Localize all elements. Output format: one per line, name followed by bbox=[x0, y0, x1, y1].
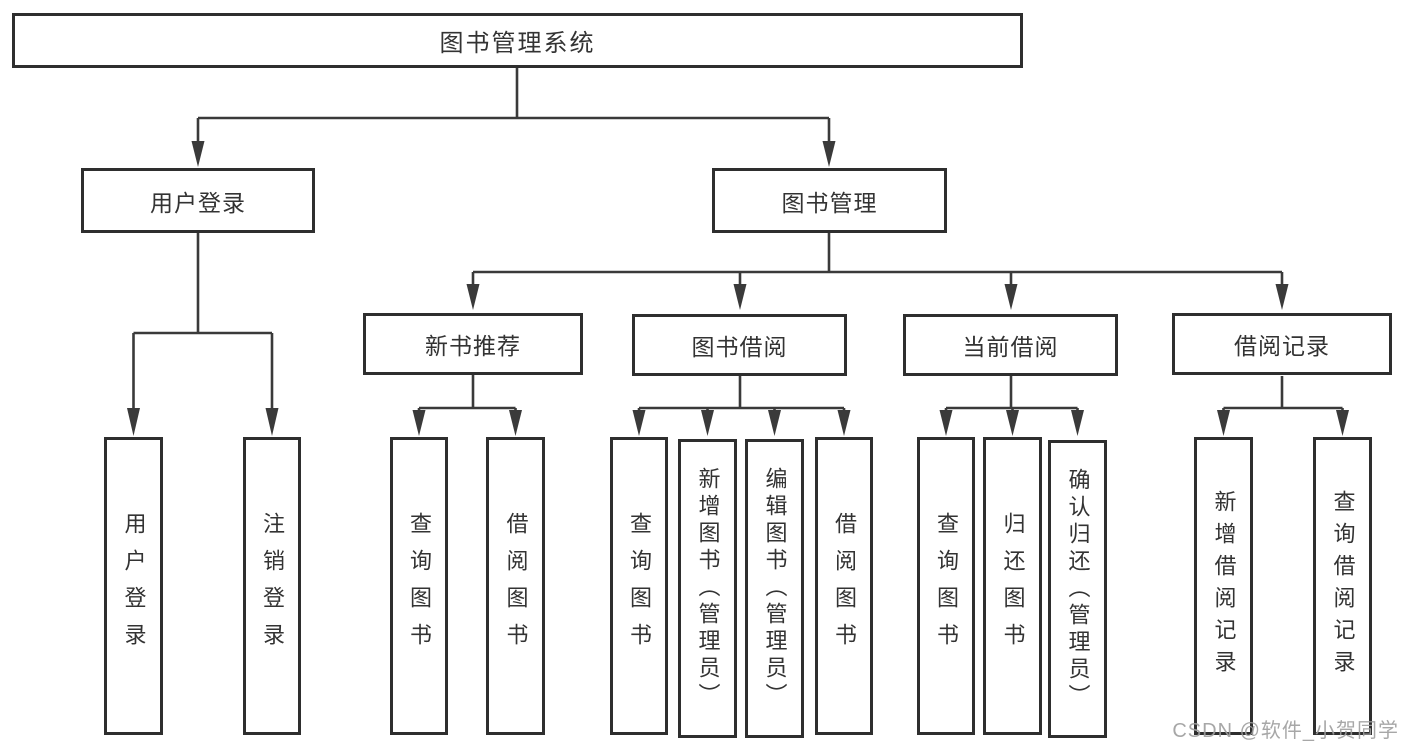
node-leaf-edit-books-admin: 编辑图书（管理员） bbox=[745, 439, 804, 738]
node-leaf-return-books: 归还图书 bbox=[983, 437, 1042, 735]
node-leaf-add-borrow-record: 新增借阅记录 bbox=[1194, 437, 1253, 735]
csdn-watermark: CSDN @软件_小贺同学 bbox=[1172, 720, 1399, 742]
arrow-down-icon bbox=[1275, 284, 1289, 310]
arrow-down-icon bbox=[1071, 410, 1084, 436]
node-leaf-borrow-books-recommend: 借阅图书 bbox=[486, 437, 545, 735]
arrow-down-icon bbox=[191, 141, 205, 167]
node-new-book-recommend: 新书推荐 bbox=[363, 313, 583, 375]
node-leaf-query-books-borrowing: 查询图书 bbox=[610, 437, 668, 735]
node-leaf-add-books-admin: 新增图书（管理员） bbox=[678, 439, 737, 738]
arrow-down-icon bbox=[1004, 284, 1018, 310]
arrow-down-icon bbox=[412, 410, 426, 436]
arrow-down-icon bbox=[1336, 410, 1349, 436]
node-borrow-records: 借阅记录 bbox=[1172, 313, 1392, 375]
arrow-down-icon bbox=[632, 410, 646, 436]
node-leaf-confirm-return-admin: 确认归还（管理员） bbox=[1048, 440, 1107, 738]
node-book-management: 图书管理 bbox=[712, 168, 947, 233]
arrow-down-icon bbox=[939, 410, 953, 436]
node-leaf-borrow-books: 借阅图书 bbox=[815, 437, 873, 735]
node-user-login: 用户登录 bbox=[81, 168, 315, 233]
arrow-down-icon bbox=[265, 408, 279, 436]
arrow-down-icon bbox=[1006, 410, 1019, 436]
node-leaf-query-books-current: 查询图书 bbox=[917, 437, 975, 735]
node-leaf-logout: 注销登录 bbox=[243, 437, 301, 735]
node-leaf-query-books-recommend: 查询图书 bbox=[390, 437, 448, 735]
arrow-down-icon bbox=[768, 410, 781, 436]
arrow-down-icon bbox=[733, 284, 747, 310]
node-current-borrowing: 当前借阅 bbox=[903, 314, 1118, 376]
arrow-down-icon bbox=[837, 410, 851, 436]
arrow-down-icon bbox=[822, 141, 836, 167]
tree-branch-lines bbox=[132, 68, 1344, 411]
node-leaf-user-login: 用户登录 bbox=[104, 437, 163, 735]
arrow-down-icon bbox=[701, 410, 714, 436]
arrow-down-icon bbox=[127, 408, 140, 436]
arrow-down-icon bbox=[466, 284, 480, 310]
node-library-management-system: 图书管理系统 bbox=[12, 13, 1023, 68]
node-book-borrowing: 图书借阅 bbox=[632, 314, 847, 376]
arrow-down-icon bbox=[509, 410, 522, 436]
arrow-down-icon bbox=[1217, 410, 1230, 436]
node-leaf-query-borrow-record: 查询借阅记录 bbox=[1313, 437, 1372, 735]
